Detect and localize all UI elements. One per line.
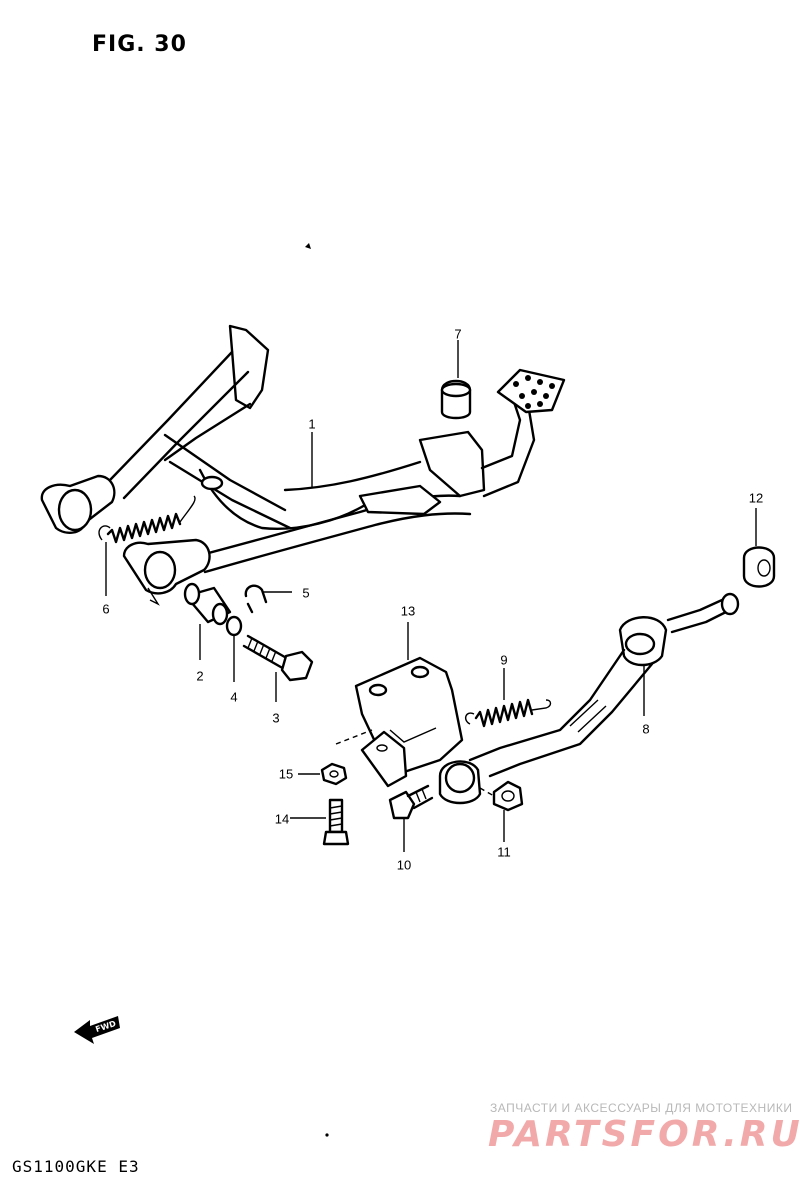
- callout-10: 10: [396, 857, 412, 873]
- callout-12: 12: [748, 490, 764, 506]
- part-8-side-stand: [438, 592, 740, 805]
- part-10-bolt: [388, 784, 434, 820]
- pedal-studs: [513, 375, 555, 409]
- model-code: GS1100GKE E3: [12, 1157, 140, 1176]
- callout-2: 2: [196, 668, 204, 684]
- callout-1: 1: [308, 416, 316, 432]
- watermark-tagline: ЗАПЧАСТИ И АКСЕССУАРЫ ДЛЯ МОТОТЕХНИКИ: [490, 1101, 793, 1115]
- part-5-cotter-pin: [244, 584, 268, 614]
- callout-11: 11: [497, 844, 511, 860]
- figure-title: FIG. 30: [92, 32, 187, 57]
- callout-4: 4: [230, 689, 238, 705]
- callout-14: 14: [274, 811, 290, 827]
- part-11-nut: [492, 780, 524, 812]
- callout-3: 3: [272, 710, 280, 726]
- part-14-bolt: [322, 798, 350, 846]
- callout-5: 5: [302, 585, 310, 601]
- part-3-bolt: [242, 634, 314, 682]
- part-1-center-stand: [40, 324, 566, 606]
- mark-dot: [325, 1133, 329, 1137]
- callout-9: 9: [500, 652, 508, 668]
- part-12-rubber-cap: [742, 546, 776, 588]
- part-6-stand-spring: [98, 495, 196, 544]
- part-9-side-stand-spring: [464, 698, 552, 728]
- callout-15: 15: [278, 766, 294, 782]
- mark-dot: [305, 243, 311, 249]
- assembly-line-11: [479, 787, 495, 797]
- callout-6: 6: [102, 601, 110, 617]
- part-2-bushing: [183, 582, 232, 626]
- callout-8: 8: [642, 721, 650, 737]
- callout-7: 7: [454, 326, 462, 342]
- part-4-washer: [225, 615, 243, 637]
- assembly-line-15: [335, 729, 373, 745]
- part-15-nut: [320, 762, 348, 786]
- leader-lines: [105, 340, 757, 852]
- fwd-arrow-icon: FWD: [74, 1016, 120, 1044]
- part-7-rubber-cap: [440, 379, 472, 420]
- callout-13: 13: [400, 603, 416, 619]
- watermark-logo: PARTSFOR.RU: [488, 1114, 800, 1155]
